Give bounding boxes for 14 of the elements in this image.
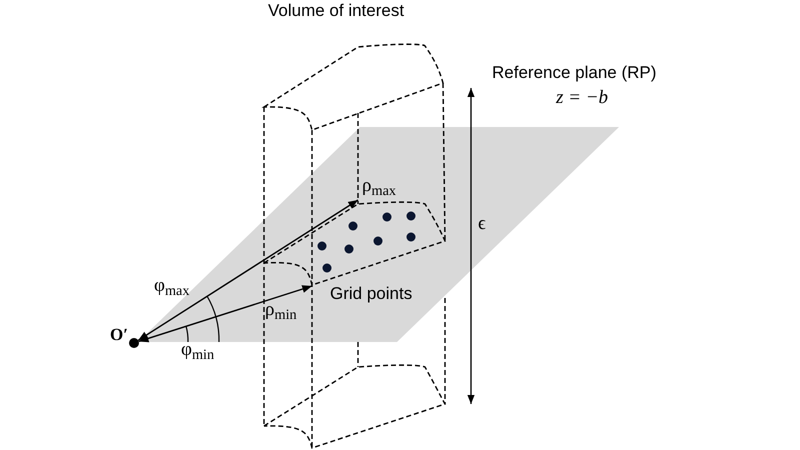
text-label: Reference plane (RP) <box>492 62 656 84</box>
edge-label: ρ$_{min}$ <box>265 300 297 319</box>
origin-point <box>129 338 139 348</box>
point-label: O′ <box>110 324 128 346</box>
text-label: ϵ <box>478 212 486 236</box>
text-label: z = −b <box>556 86 608 110</box>
edge-label: ρ$_{max}$ <box>362 176 396 195</box>
grid-region <box>263 201 446 286</box>
arrow <box>138 199 358 341</box>
arrow <box>138 285 312 342</box>
text-label: φ$_{max}$ <box>154 274 190 298</box>
text-label: Grid points <box>330 283 412 304</box>
text-label: Volume of interest <box>268 0 404 22</box>
text-label: φ$_{min}$ <box>181 338 214 362</box>
